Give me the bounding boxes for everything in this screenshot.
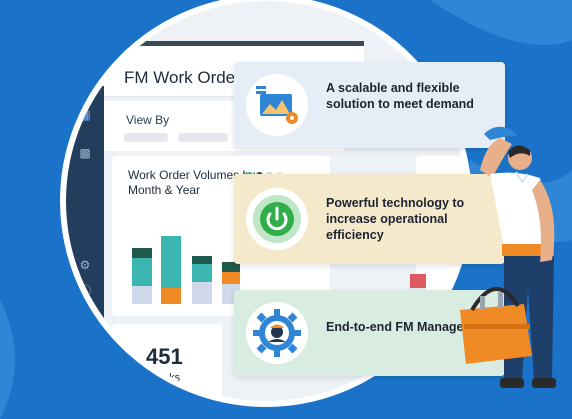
dashboard-chart-icon — [246, 74, 308, 136]
app-title: FM Work Order I — [124, 68, 251, 87]
app-sidebar: ▦ ▩ ⚙ ⓘ ⇥ — [66, 86, 104, 386]
feature-card-management: End-to-end FM Management — [234, 290, 505, 376]
bar — [410, 274, 426, 288]
grid-icon[interactable]: ▦ — [79, 108, 91, 122]
feature-text: A scalable and flexible solution to meet… — [326, 81, 474, 111]
tasks-count: 451 — [146, 344, 183, 369]
feature-text: Powerful technology to increase operatio… — [326, 196, 465, 242]
power-button-icon — [246, 188, 308, 250]
feature-card-technology: Powerful technology to increase operatio… — [234, 174, 505, 264]
tasks-card: 451 Tasks — [112, 324, 222, 401]
technician-illustration — [460, 126, 556, 388]
feature-text: End-to-end FM Management — [326, 320, 494, 334]
filter-pill[interactable] — [178, 133, 228, 142]
gear-worker-icon — [246, 302, 308, 364]
viewby-label: View By — [126, 113, 170, 127]
app-window-bar — [104, 41, 364, 47]
tasks-label: Tasks — [152, 372, 181, 384]
info-icon[interactable]: ⓘ — [78, 284, 91, 298]
filter-pill[interactable] — [124, 133, 168, 142]
chart-title: Work Order Volumes by Month & Year — [128, 168, 256, 197]
logout-icon[interactable]: ⇥ — [79, 310, 91, 324]
add-grid-icon[interactable]: ▩ — [79, 146, 91, 160]
settings-icon[interactable]: ⚙ — [79, 258, 91, 272]
feature-card-scalable: A scalable and flexible solution to meet… — [234, 62, 505, 148]
